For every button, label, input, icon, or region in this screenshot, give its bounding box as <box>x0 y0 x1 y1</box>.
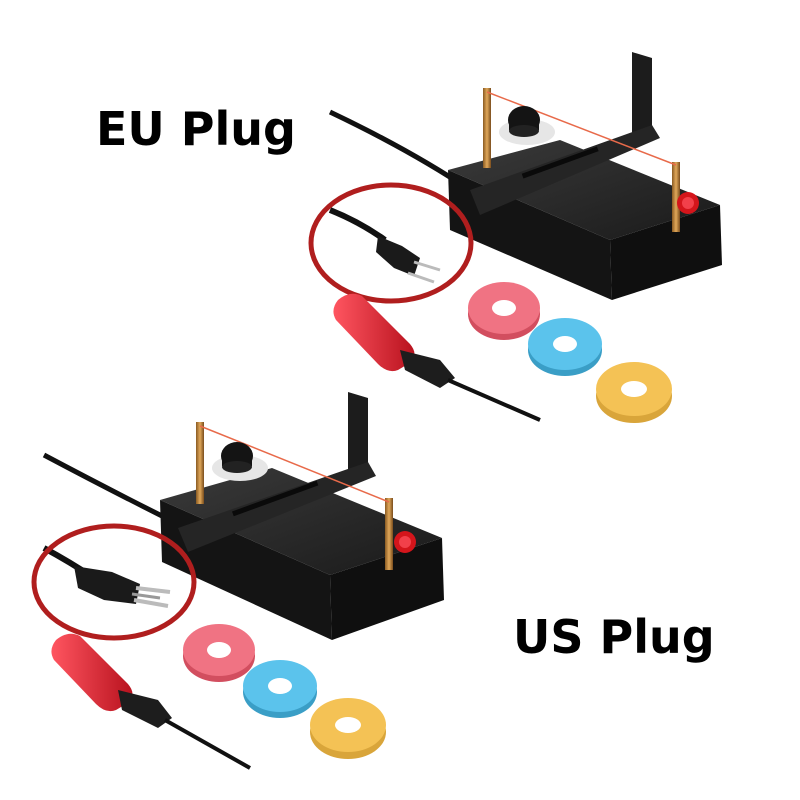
rocker-switch-icon <box>394 531 416 553</box>
eu-l-bracket <box>470 52 660 215</box>
us-spool-yellow <box>310 698 386 759</box>
us-l-bracket <box>178 392 376 552</box>
eu-spool-blue <box>528 318 602 376</box>
eu-plug-cable <box>328 207 387 243</box>
dial-knob-icon <box>212 442 268 481</box>
eu-plug-icon <box>376 236 441 284</box>
eu-highlight-circle <box>308 182 474 304</box>
us-spool-blue <box>243 660 317 718</box>
us-brass-post-left <box>196 422 204 504</box>
us-cutting-pen <box>51 633 251 770</box>
us-brass-post-right <box>385 498 393 570</box>
eu-cutter-set <box>308 52 722 423</box>
rocker-switch-icon <box>677 192 699 214</box>
eu-brass-post-right <box>672 162 680 232</box>
us-plug-icon <box>74 566 171 608</box>
us-cutter-set <box>31 392 444 770</box>
us-highlight-circle <box>31 523 197 641</box>
us-plug-label: US Plug <box>513 610 715 664</box>
eu-hot-wire <box>486 91 677 166</box>
eu-plug-label: EU Plug <box>96 102 296 156</box>
us-spool-pink <box>183 624 255 682</box>
eu-brass-post-left <box>483 88 491 168</box>
eu-cutting-pen <box>333 293 541 422</box>
eu-spool-yellow <box>596 362 672 423</box>
dial-knob-icon <box>499 106 555 145</box>
eu-spool-pink <box>468 282 540 340</box>
us-hot-wire <box>199 425 390 503</box>
